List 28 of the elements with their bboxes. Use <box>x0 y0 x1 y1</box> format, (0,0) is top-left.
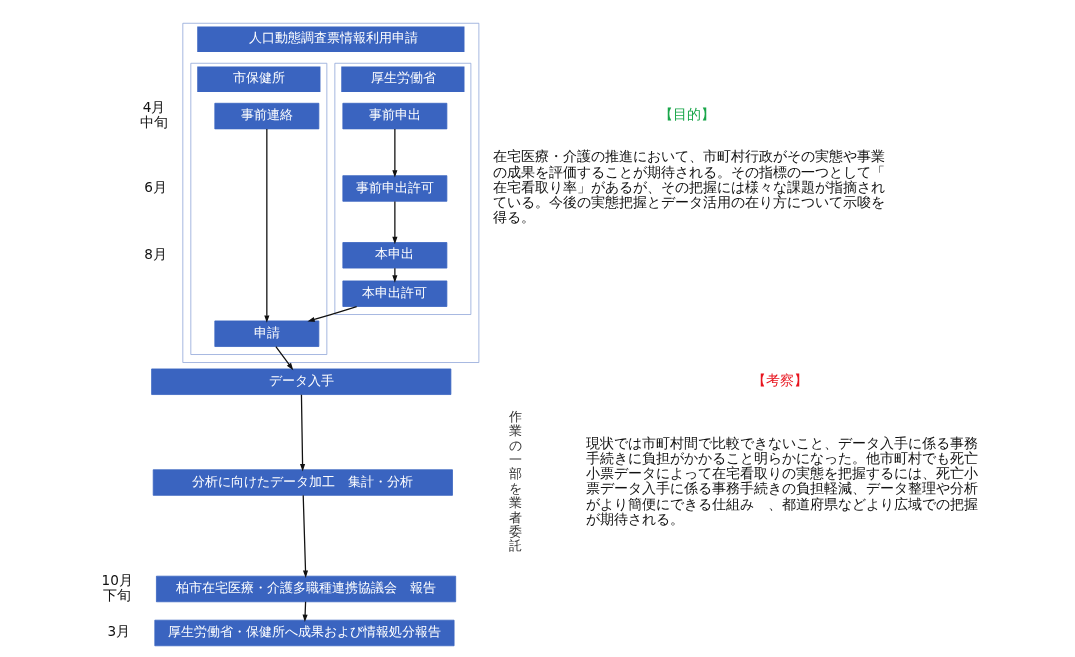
arrow <box>392 267 398 283</box>
node-box: 本申出許可 <box>342 280 448 307</box>
node-box: 柏市在宅医療・介護多職種連携協議会 報告 <box>156 575 457 603</box>
node-box: 厚生労働省・保健所へ成果および情報処分報告 <box>154 619 455 647</box>
label: 在宅医療・介護の推進において、市町村行政がその実態や事業の成果を評価することが期待される。その指標の一つとして「在宅看取り率」があるが、その把握には様々な課題が指摘されている。今後の実態把握とデータ活用の在り方について示唆を得る。 <box>493 148 886 226</box>
label: 作業の一部を業者委託 <box>509 408 523 554</box>
label: 【目的】 <box>658 106 715 123</box>
label: 4月中旬 <box>140 98 169 130</box>
label: 【考察】 <box>751 372 808 389</box>
arrow <box>275 346 294 371</box>
node-box: 本申出 <box>342 242 448 269</box>
arrow <box>299 394 306 472</box>
label: 現状では市町村間で比較できないこと、データ入手に係る事務手続きに負担がかかること明らかになった。他市町村でも死亡小票データによって在宅看取りの実態を把握するには、死亡小票データ入手に係る事務手続きの負担軽減、データ整理や分析がより簡便にできる仕組み 、都道府県などより広域での把握が期待される。 <box>586 434 979 527</box>
node-box: 事前申出許可 <box>342 175 448 202</box>
arrow <box>307 305 358 322</box>
label: 10月下旬 <box>101 571 133 603</box>
node-box: 事前申出 <box>342 102 448 130</box>
arrow <box>392 200 398 245</box>
node-box: 分析に向けたデータ加工 集計・分析 <box>152 469 453 496</box>
arrow <box>264 128 270 323</box>
label: 6月 <box>144 178 167 195</box>
label: 8月 <box>144 245 167 262</box>
arrow <box>392 128 398 178</box>
node-box: データ入手 <box>151 368 452 395</box>
node-box: 申請 <box>214 320 320 347</box>
arrow <box>302 494 309 578</box>
label: 3月 <box>107 623 131 640</box>
node-box: 事前連絡 <box>214 102 320 130</box>
